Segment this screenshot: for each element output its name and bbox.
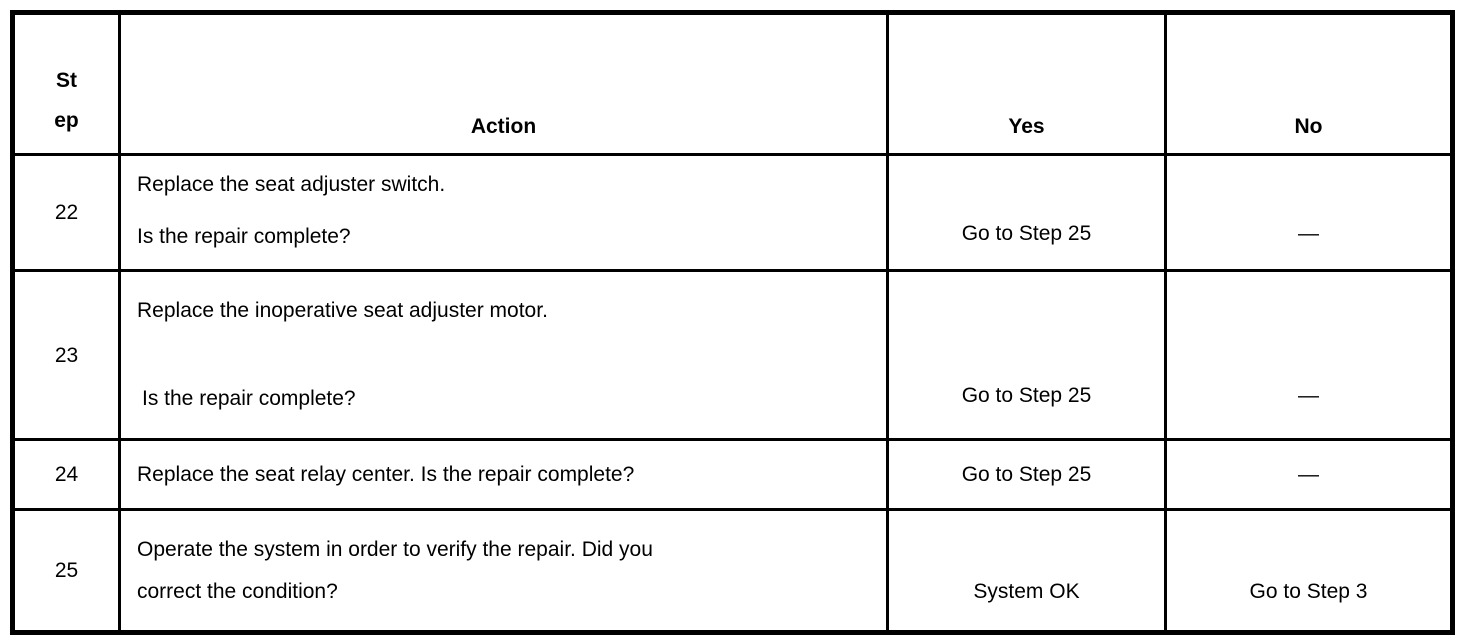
action-cell: Operate the system in order to verify th…	[118, 508, 889, 634]
step-number: 25	[11, 508, 121, 634]
step-number: 23	[11, 269, 121, 441]
yes-cell: System OK	[886, 508, 1167, 634]
step-header-line-1: St	[56, 69, 77, 92]
yes-cell: Go to Step 25	[886, 153, 1167, 272]
step-number: 24	[11, 438, 121, 511]
col-header-action: Action	[118, 11, 889, 156]
col-header-no: No	[1164, 11, 1454, 156]
step-header-line-2: ep	[54, 109, 79, 132]
col-header-step: St ep	[11, 11, 121, 156]
action-text: Operate the system in order to verify th…	[137, 538, 653, 561]
no-cell: Go to Step 3	[1164, 508, 1454, 634]
table-row-step-23: 23 Replace the inoperative seat adjuster…	[11, 269, 1454, 441]
header-row: St ep Action Yes No	[11, 11, 1454, 156]
no-cell: —	[1164, 269, 1454, 441]
table-row-step-25: 25 Operate the system in order to verify…	[11, 508, 1454, 634]
step-number: 22	[11, 153, 121, 272]
col-header-yes: Yes	[886, 11, 1167, 156]
table-row-step-24: 24 Replace the seat relay center. Is the…	[11, 438, 1454, 511]
action-text: Replace the inoperative seat adjuster mo…	[137, 299, 548, 322]
action-cell: Replace the seat adjuster switch. Is the…	[118, 153, 889, 272]
action-text: Replace the seat adjuster switch.	[137, 173, 446, 196]
no-cell: —	[1164, 438, 1454, 511]
diagnostic-table: St ep Action Yes No 22 Replace the seat …	[10, 10, 1455, 635]
yes-cell: Go to Step 25	[886, 269, 1167, 441]
no-cell: —	[1164, 153, 1454, 272]
action-cell: Replace the seat relay center. Is the re…	[118, 438, 889, 511]
action-cell: Replace the inoperative seat adjuster mo…	[118, 269, 889, 441]
table-row-step-22: 22 Replace the seat adjuster switch. Is …	[11, 153, 1454, 272]
action-question: Is the repair complete?	[142, 387, 356, 410]
yes-cell: Go to Step 25	[886, 438, 1167, 511]
action-question: Is the repair complete?	[137, 225, 351, 248]
action-question: correct the condition?	[137, 580, 338, 603]
action-text: Replace the seat relay center. Is the re…	[137, 463, 635, 486]
